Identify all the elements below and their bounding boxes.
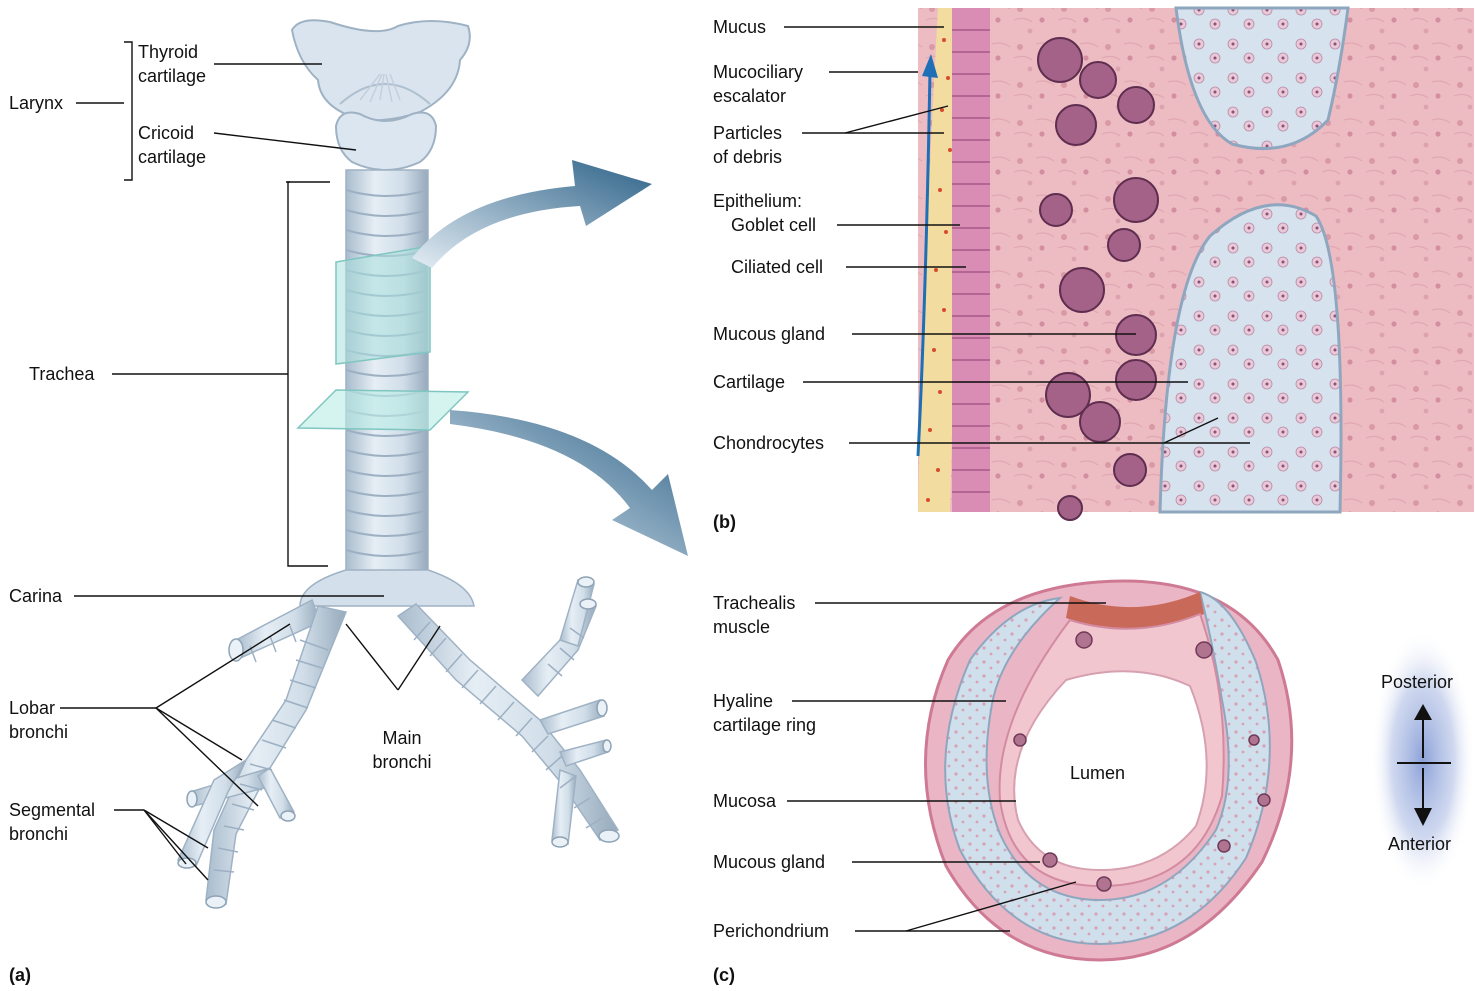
label-lobar-line1: Lobar [9,696,68,720]
label-larynx: Larynx [9,91,63,115]
label-main-bronchi: Main bronchi [364,726,440,774]
label-hyaline-line2: cartilage ring [713,713,816,737]
label-lobar-line2: bronchi [9,720,68,744]
label-escalator-line1: Mucociliary [713,60,803,84]
label-thyroid-cartilage: Thyroid cartilage [138,40,206,88]
arrow-to-panel-c [450,410,688,556]
longitudinal-section-plane [336,246,430,364]
label-thyroid-line2: cartilage [138,64,206,88]
cross-section-plane [298,390,468,430]
label-mucosa: Mucosa [713,789,776,813]
label-epithelium: Epithelium: [713,189,802,213]
arrow-to-panel-b [412,160,652,268]
label-carina: Carina [9,584,62,608]
label-mucociliary-escalator: Mucociliary escalator [713,60,803,108]
cricoid-cartilage-shape [336,113,436,171]
label-mucus: Mucus [713,15,766,39]
panel-a-tag: (a) [9,963,31,987]
thyroid-cartilage-shape [292,20,470,120]
panel-c-tag: (c) [713,963,735,987]
label-debris-line1: Particles [713,121,782,145]
label-trachea: Trachea [29,362,94,386]
panel-a-illustration [178,20,619,908]
label-hyaline-cartilage-ring: Hyaline cartilage ring [713,689,816,737]
label-debris-line2: of debris [713,145,782,169]
label-main-line2: bronchi [364,750,440,774]
label-cartilage: Cartilage [713,370,785,394]
label-chondrocytes: Chondrocytes [713,431,824,455]
carina-junction [300,570,474,606]
label-cricoid-cartilage: Cricoid cartilage [138,121,206,169]
label-hyaline-line1: Hyaline [713,689,816,713]
label-main-line1: Main [364,726,440,750]
label-posterior: Posterior [1381,670,1453,694]
label-segmental-line2: bronchi [9,822,95,846]
label-trachealis-line1: Trachealis [713,591,795,615]
label-ciliated-cell: Ciliated cell [731,255,823,279]
epithelium-layer [952,8,990,512]
label-lumen: Lumen [1070,761,1125,785]
label-mucous-gland-b: Mucous gland [713,322,825,346]
label-goblet-cell: Goblet cell [731,213,816,237]
label-escalator-line2: escalator [713,84,803,108]
label-thyroid-line1: Thyroid [138,40,206,64]
label-mucous-gland-c: Mucous gland [713,850,825,874]
label-perichondrium: Perichondrium [713,919,829,943]
label-anterior: Anterior [1388,832,1451,856]
panel-b-tag: (b) [713,510,736,534]
label-trachealis-line2: muscle [713,615,795,639]
label-segmental-line1: Segmental [9,798,95,822]
label-cricoid-line1: Cricoid [138,121,206,145]
label-trachealis-muscle: Trachealis muscle [713,591,795,639]
label-segmental-bronchi: Segmental bronchi [9,798,95,846]
label-particles-of-debris: Particles of debris [713,121,782,169]
label-lobar-bronchi: Lobar bronchi [9,696,68,744]
label-cricoid-line2: cartilage [138,145,206,169]
